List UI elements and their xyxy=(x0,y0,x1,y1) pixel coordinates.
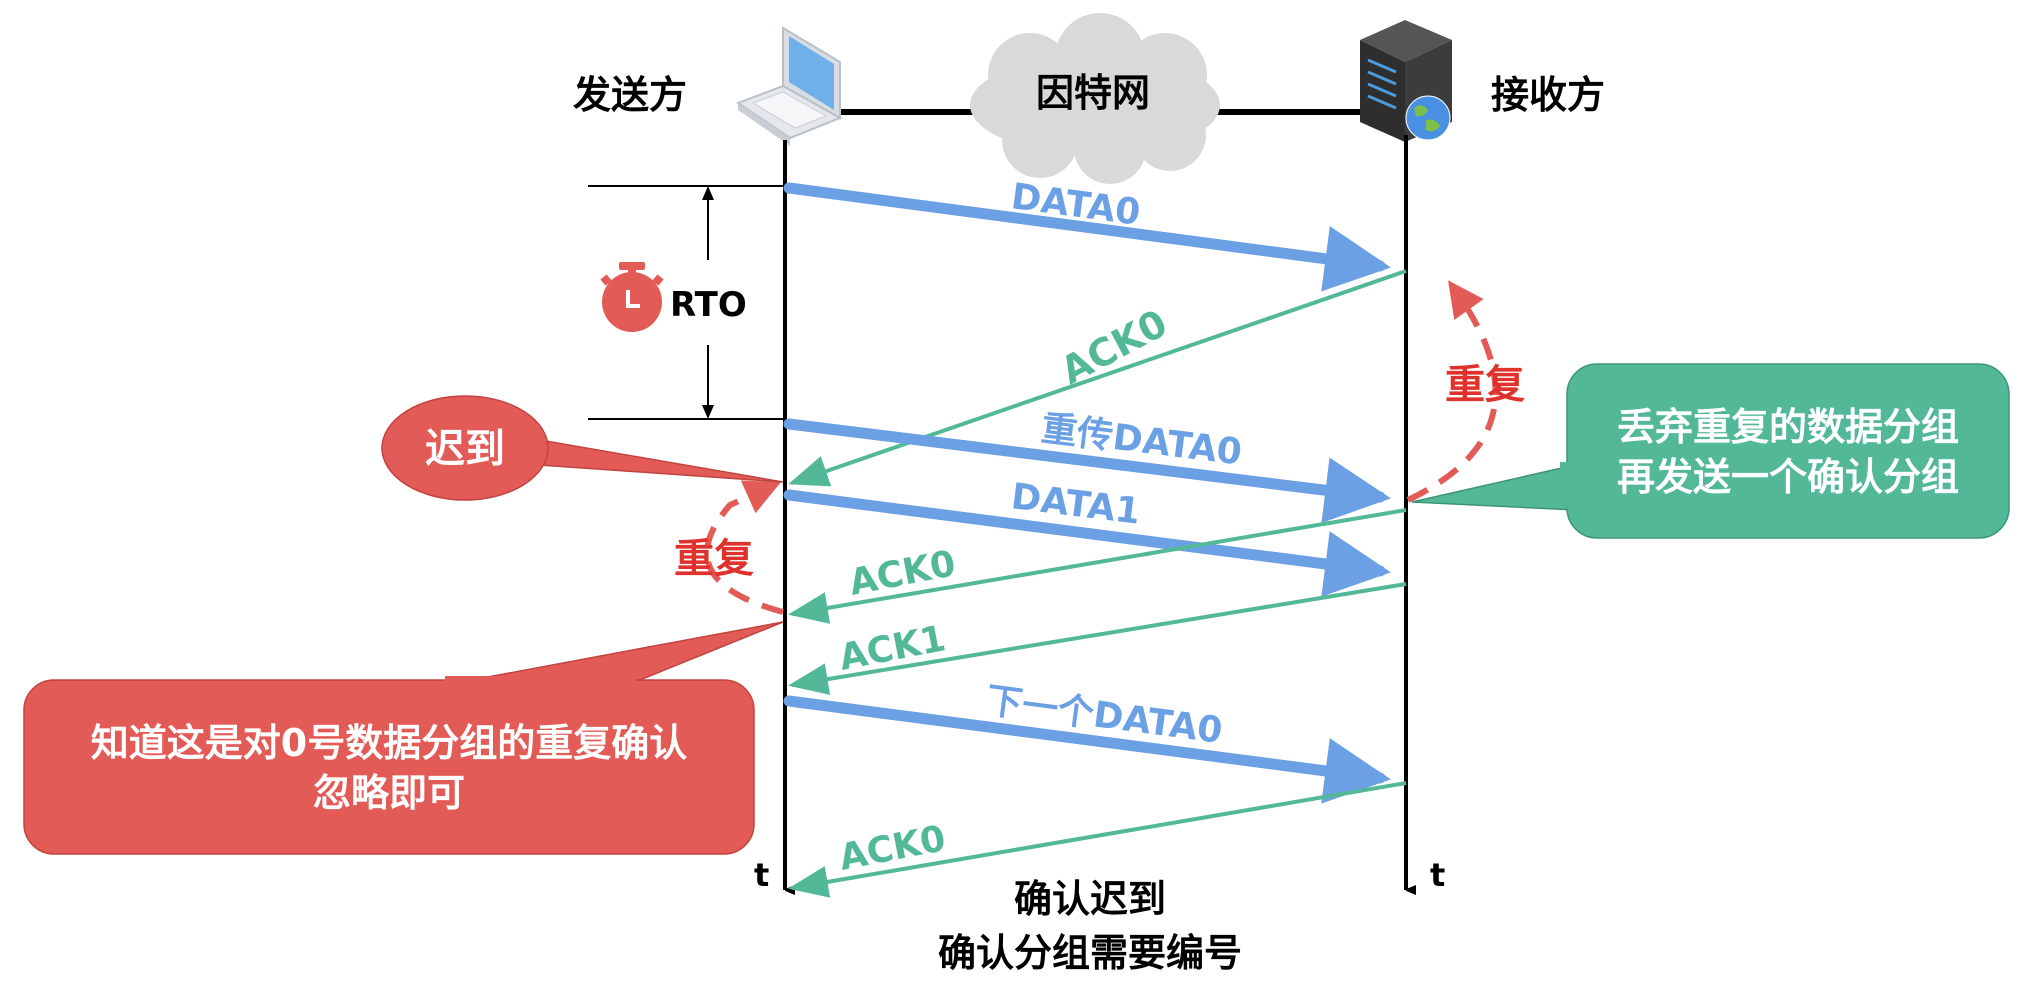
discard-duplicate-callout xyxy=(1411,363,2010,539)
left-callout-line1: 知道这是对0号数据分组的重复确认 xyxy=(91,721,687,765)
sender-label: 发送方 xyxy=(573,73,687,117)
right-callout-line2: 再发送一个确认分组 xyxy=(1617,455,1959,499)
message-label-ack0-1: ACK0 xyxy=(1054,301,1175,393)
rto-bracket xyxy=(588,185,785,420)
message-arrow-ack0-1 xyxy=(788,269,1407,487)
message-arrow-ack0-3 xyxy=(788,781,1407,898)
receiver-time-label: t xyxy=(1430,856,1445,894)
laptop-icon xyxy=(735,26,843,146)
message-arrow-data1 xyxy=(783,489,1391,597)
duplicate-label-left: 重复 xyxy=(674,536,754,582)
stopwatch-icon xyxy=(600,262,664,332)
right-callout-line1: 丢弃重复的数据分组 xyxy=(1617,405,1959,449)
ignore-duplicate-ack-callout xyxy=(23,621,784,855)
duplicate-arc-left xyxy=(703,480,784,615)
left-callout-line2: 忽略即可 xyxy=(313,771,465,815)
caption-line2: 确认分组需要编号 xyxy=(938,931,1242,975)
duplicate-label-right: 重复 xyxy=(1445,362,1525,408)
receiver-label: 接收方 xyxy=(1491,73,1605,117)
server-icon xyxy=(1360,20,1452,142)
rto-label: RTO xyxy=(670,285,747,325)
duplicate-arc-right xyxy=(1406,280,1499,503)
network-label: 因特网 xyxy=(1036,71,1150,115)
message-arrow-retransmit-data0 xyxy=(783,418,1391,524)
message-arrow-ack1 xyxy=(788,582,1407,695)
caption-line1: 确认迟到 xyxy=(1014,877,1166,921)
message-arrow-next-data0 xyxy=(783,695,1391,804)
sender-time-label: t xyxy=(754,856,769,894)
cloud-icon xyxy=(970,13,1220,184)
message-arrow-ack0-2 xyxy=(788,508,1407,624)
late-callout xyxy=(381,395,784,501)
late-bubble-label: 迟到 xyxy=(425,426,505,472)
message-arrow-data0 xyxy=(783,182,1391,292)
